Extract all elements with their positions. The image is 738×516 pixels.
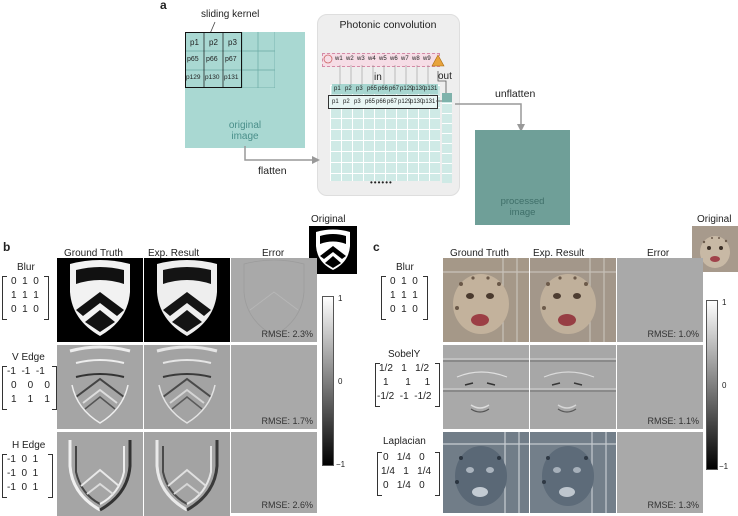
kernel-cell: p131 — [224, 74, 238, 81]
processed-image: processed image — [475, 130, 570, 225]
ground-truth-blur-b — [57, 258, 143, 342]
kernel-cell: p2 — [209, 38, 218, 47]
matrix-row: 0 1/4 0 — [383, 452, 425, 463]
matrix-blur-b: 0 1 0 1 1 1 0 1 0 — [2, 276, 50, 320]
exp-result-sobely-c — [530, 345, 616, 429]
bracket-right — [435, 363, 440, 407]
matrix-row: -1/2 -1 -1/2 — [377, 391, 431, 402]
matrix-row: -1 0 1 — [7, 482, 38, 493]
matrix-hedge-b: -1 0 1 -1 0 1 -1 0 1 — [2, 454, 52, 498]
ground-truth-vedge-b — [57, 345, 143, 429]
matrix-vedge-b: -1 -1 -1 0 0 0 1 1 1 — [2, 366, 56, 410]
error-sobely-c: RMSE: 1.1% — [617, 345, 703, 429]
matrix-row: 1/4 1 1/4 — [381, 466, 431, 477]
matrix-row: 1 1 1 — [390, 290, 418, 301]
error-blur-c: RMSE: 1.0% — [617, 258, 703, 342]
matrix-row: -1 -1 -1 — [7, 366, 45, 377]
colorbar-c — [706, 300, 718, 470]
rmse-hedge-b: RMSE: 2.6% — [261, 500, 313, 510]
photonic-chip: Photonic convolution w1 w2 w3 w4 w5 w6 w… — [317, 14, 460, 196]
kernel-cell: p130 — [205, 74, 219, 81]
kernel-cell: p67 — [225, 56, 237, 63]
flatten-label: flatten — [258, 165, 287, 177]
matrix-blur-c: 0 1 0 1 1 1 0 1 0 — [381, 276, 429, 320]
colorbar-tick: −1 — [719, 462, 728, 471]
row-label-sobely-c: SobelY — [388, 349, 420, 360]
bracket-left — [2, 276, 7, 320]
row-label-hedge-b: H Edge — [12, 440, 45, 451]
matrix-row: 1 1 1 — [11, 394, 50, 405]
matrix-row: 0 1 0 — [390, 276, 418, 287]
kernel-cell: p3 — [228, 38, 237, 47]
colorbar-tick: 0 — [722, 381, 726, 390]
exp-result-vedge-b — [144, 345, 230, 429]
ground-truth-blur-c — [443, 258, 529, 342]
bracket-right — [48, 454, 53, 498]
original-label-b: Original — [311, 214, 345, 225]
exp-result-blur-b — [144, 258, 230, 342]
rmse-blur-c: RMSE: 1.0% — [647, 329, 699, 339]
matrix-row: 1 1 1 — [11, 290, 39, 301]
kernel-cell: p66 — [206, 56, 218, 63]
matrix-row: -1 0 1 — [7, 454, 38, 465]
error-laplacian-c: RMSE: 1.3% — [617, 432, 703, 513]
matrix-row: 0 0 0 — [11, 380, 50, 391]
matrix-row: -1 0 1 — [7, 468, 38, 479]
rmse-laplacian-c: RMSE: 1.3% — [647, 500, 699, 510]
matrix-row: 1 1 1 — [383, 377, 430, 388]
continuation-dots: •••••• — [370, 178, 393, 187]
unflatten-label: unflatten — [495, 88, 535, 100]
bracket-right — [423, 276, 428, 320]
ground-truth-laplacian-c — [443, 432, 529, 513]
exp-result-laplacian-c — [530, 432, 616, 513]
rmse-sobely-c: RMSE: 1.1% — [647, 416, 699, 426]
colorbar-tick: 0 — [338, 377, 342, 386]
bracket-right — [435, 452, 440, 496]
row-label-laplacian-c: Laplacian — [383, 436, 426, 447]
row-label-blur-b: Blur — [17, 262, 35, 273]
photonic-title: Photonic convolution — [338, 19, 438, 31]
matrix-row: 0 1/4 0 — [383, 480, 425, 491]
panel-b-letter: b — [3, 240, 10, 254]
error-hedge-b: RMSE: 2.6% — [231, 432, 317, 513]
original-label-c: Original — [697, 214, 731, 225]
matrix-row: 0 1 0 — [11, 276, 39, 287]
colorbar-b — [322, 296, 334, 466]
matrix-row: 0 1 0 — [390, 304, 418, 315]
original-image-label: original image — [217, 120, 273, 142]
kernel-cell: p1 — [190, 38, 199, 47]
bracket-right — [44, 276, 49, 320]
sliding-kernel-label: sliding kernel — [201, 9, 259, 20]
matrix-row: 0 1 0 — [11, 304, 39, 315]
error-blur-b: RMSE: 2.3% — [231, 258, 317, 342]
kernel-grid: p1 p2 p3 p65 p66 p67 p129 p130 p131 — [185, 32, 275, 88]
kernel-cell: p65 — [187, 56, 199, 63]
bracket-left — [381, 276, 386, 320]
kernel-cell: p129 — [186, 74, 200, 81]
ground-truth-sobely-c — [443, 345, 529, 429]
exp-result-hedge-b — [144, 432, 230, 516]
processed-image-label: processed image — [490, 196, 555, 218]
waveguide-links — [318, 59, 459, 119]
panel-c-letter: c — [373, 240, 380, 254]
rmse-vedge-b: RMSE: 1.7% — [261, 416, 313, 426]
panel-a-letter: a — [160, 0, 167, 12]
matrix-sobely-c: 1/2 1 1/2 1 1 1 -1/2 -1 -1/2 — [375, 363, 439, 407]
ground-truth-hedge-b — [57, 432, 143, 516]
colorbar-tick: 1 — [722, 298, 726, 307]
colorbar-tick: −1 — [336, 460, 345, 469]
matrix-row: 1/2 1 1/2 — [379, 363, 429, 374]
row-label-vedge-b: V Edge — [12, 352, 45, 363]
matrix-laplacian-c: 0 1/4 0 1/4 1 1/4 0 1/4 0 — [377, 452, 439, 496]
rmse-blur-b: RMSE: 2.3% — [261, 329, 313, 339]
exp-result-blur-c — [530, 258, 616, 342]
colorbar-tick: 1 — [338, 294, 342, 303]
row-label-blur-c: Blur — [396, 262, 414, 273]
error-vedge-b: RMSE: 1.7% — [231, 345, 317, 429]
